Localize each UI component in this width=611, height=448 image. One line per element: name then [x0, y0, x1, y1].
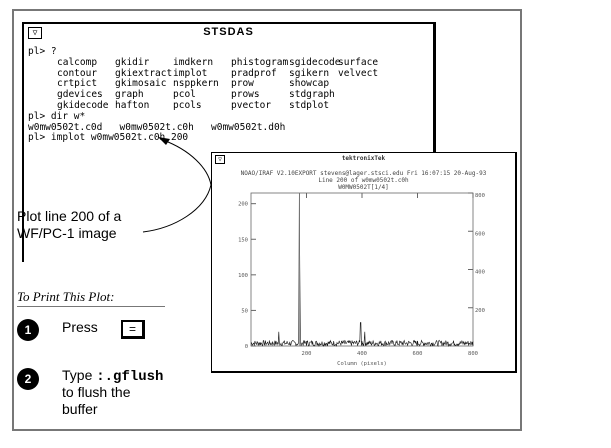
- x-tick-label: 200: [302, 351, 312, 357]
- step-1-text: Press: [62, 319, 98, 335]
- task-name: pcols: [173, 99, 202, 111]
- task-name: stdgraph: [289, 89, 335, 101]
- task-name: pradprof: [231, 67, 277, 79]
- equals-key-button[interactable]: =: [121, 320, 145, 339]
- task-name: phistogram: [231, 56, 289, 68]
- task-name: gdevices: [57, 89, 103, 101]
- task-name: contour: [57, 67, 98, 79]
- y2-tick-label: 200: [475, 308, 485, 314]
- task-name: crtpict: [57, 78, 98, 90]
- plot-image-name: W0MW0502T[1/4]: [338, 184, 389, 191]
- window-title: STSDAS: [203, 26, 254, 38]
- task-name: stdplot: [289, 99, 330, 111]
- y2-tick-label: 600: [475, 231, 485, 237]
- task-name: velvect: [338, 67, 379, 79]
- task-name: implot: [173, 67, 208, 79]
- window-menu-icon[interactable]: ▽: [28, 27, 42, 39]
- window-title: tektronixTek: [341, 155, 386, 162]
- task-name: prow: [231, 78, 254, 90]
- task-name: sgidecode: [289, 56, 341, 68]
- y-tick-label: 0: [245, 344, 248, 350]
- step-2-badge: 2: [17, 368, 39, 390]
- x-tick-label: 400: [357, 351, 367, 357]
- step-2-text-line3: buffer: [62, 401, 98, 417]
- data-series-line: [250, 192, 474, 348]
- task-name: pcol: [173, 89, 196, 101]
- y-tick-label: 200: [238, 202, 248, 208]
- step-2-label: Type: [62, 367, 93, 383]
- task-name: hafton: [115, 99, 150, 111]
- y-tick-label: 50: [241, 308, 248, 314]
- task-name: calcomp: [57, 56, 98, 68]
- task-name: gkidecode: [57, 99, 109, 111]
- task-name: nsppkern: [173, 78, 219, 90]
- step-2-text: Type :.gflush: [62, 367, 163, 386]
- file-list: w0mw0502t.c0d w0mw0502t.c0h w0mw0502t.d0…: [28, 121, 286, 133]
- line-plot: 0 50 100 150 200 200 400 600 800 200 400 600 800Colu…: [238, 192, 485, 367]
- instructions-heading: To Print This Plot:: [17, 289, 115, 304]
- window-menu-icon[interactable]: ▽: [215, 155, 225, 164]
- divider: [17, 306, 165, 307]
- task-name: prows: [231, 89, 260, 101]
- task-name: sgikern: [289, 67, 330, 79]
- step-1-badge: 1: [17, 319, 39, 341]
- x-tick-label: 800: [468, 351, 478, 357]
- task-name: gkidir: [115, 56, 150, 68]
- step-2-text-line2: to flush the: [62, 384, 131, 400]
- x-axis-label: Column (pixels): [337, 361, 387, 367]
- task-name: imdkern: [173, 56, 214, 68]
- prompt-line: pl> ?: [28, 46, 57, 57]
- figure-frame: [12, 9, 522, 431]
- task-name: gkiextract: [115, 67, 173, 79]
- task-name: pvector: [231, 99, 272, 111]
- tektronix-plot-window: ▽ tektronixTek NOAO/IRAF V2.10EXPORT ste…: [211, 152, 517, 373]
- task-name: gkimosaic: [115, 78, 167, 90]
- y-tick-label: 150: [238, 237, 248, 243]
- task-name: graph: [115, 89, 144, 101]
- plot-frame: [250, 192, 474, 347]
- annotation-line-1: Plot line 200 of a: [17, 208, 122, 224]
- task-name: showcap: [289, 78, 330, 90]
- y2-tick-label: 800: [475, 193, 485, 199]
- annotation-line-2: WF/PC-1 image: [17, 225, 117, 241]
- y2-tick-label: 400: [475, 270, 485, 276]
- y-tick-label: 100: [238, 273, 248, 279]
- gflush-command: :.gflush: [96, 369, 164, 385]
- plot-header: NOAO/IRAF V2.10EXPORT stevens@lager.stsc…: [240, 170, 487, 177]
- prompt-line: pl> dir w*: [28, 110, 86, 122]
- x-tick-label: 600: [413, 351, 423, 357]
- task-name: surface: [338, 56, 379, 68]
- prompt-line[interactable]: pl> implot w0mw0502t.c0h 200: [28, 132, 189, 144]
- plot-subtitle: Line 200 of w0mw0502t.c0h: [318, 177, 409, 184]
